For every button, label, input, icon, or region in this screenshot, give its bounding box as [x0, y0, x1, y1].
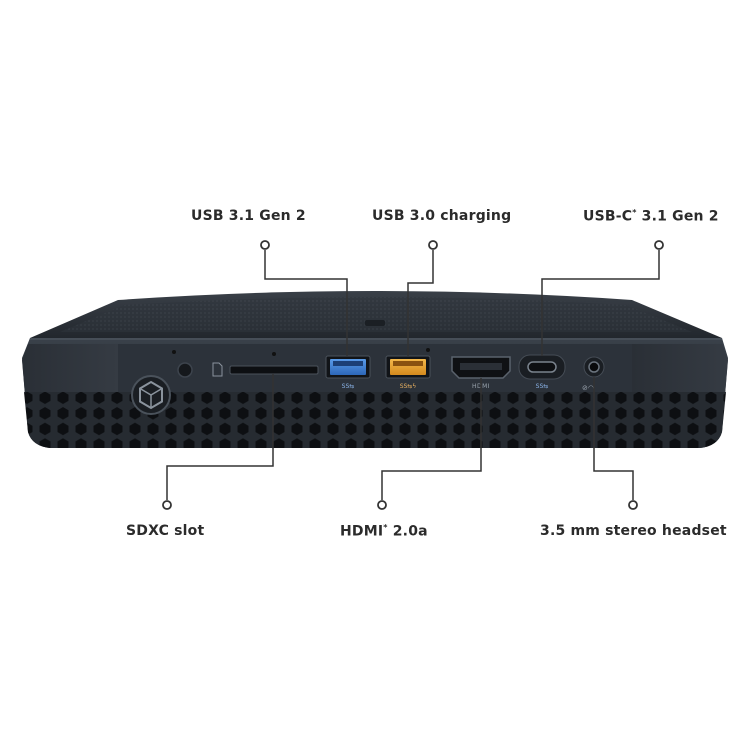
label-usb30-charging: USB 3.0 charging [372, 208, 511, 224]
usb-port-icon[interactable]: SS⇆ [325, 355, 371, 390]
label-usbc-sup: * [632, 208, 637, 217]
svg-text:SS⇆: SS⇆ [536, 383, 549, 390]
audio-jack-icon[interactable]: ⊘◠ [582, 356, 605, 392]
sd-card-icon [212, 362, 223, 377]
device-front-chassis [22, 338, 728, 448]
label-headset-text: 3.5 mm stereo headset [540, 523, 727, 539]
usb-c-port-icon[interactable]: SS⇆ [518, 354, 566, 390]
svg-text:SS⇆: SS⇆ [342, 383, 355, 390]
label-headset: 3.5 mm stereo headset [540, 523, 727, 539]
label-sdxc-slot-text: SDXC slot [126, 523, 205, 539]
label-hdmi-20a: HDMI* 2.0a [340, 523, 428, 540]
power-button[interactable] [131, 375, 171, 415]
leader-dots [162, 240, 664, 510]
ir-sensor [172, 350, 193, 378]
label-usbc-31-gen2: USB-C* 3.1 Gen 2 [583, 208, 719, 225]
usb-charging-port-icon[interactable]: SS⇆ϟ [385, 348, 431, 390]
label-sdxc-slot: SDXC slot [126, 523, 204, 539]
label-hdmi-suffix: 2.0a [387, 523, 428, 540]
label-usb31-gen2-text: USB 3.1 Gen 2 [191, 208, 306, 224]
svg-text:SS⇆ϟ: SS⇆ϟ [400, 383, 417, 390]
label-usbc-text: USB-C [583, 208, 633, 225]
label-usbc-suffix: 3.1 Gen 2 [636, 208, 719, 225]
label-hdmi-sup: * [383, 523, 388, 532]
sd-card-slot-icon[interactable] [229, 352, 319, 375]
label-usb31-gen2: USB 3.1 Gen 2 [191, 208, 306, 224]
label-usb30-charging-text: USB 3.0 charging [372, 208, 512, 224]
svg-text:⊘◠: ⊘◠ [582, 384, 594, 392]
label-hdmi-text: HDMI [340, 523, 384, 540]
device-top-surface [30, 291, 722, 338]
leader-lines [166, 250, 660, 500]
